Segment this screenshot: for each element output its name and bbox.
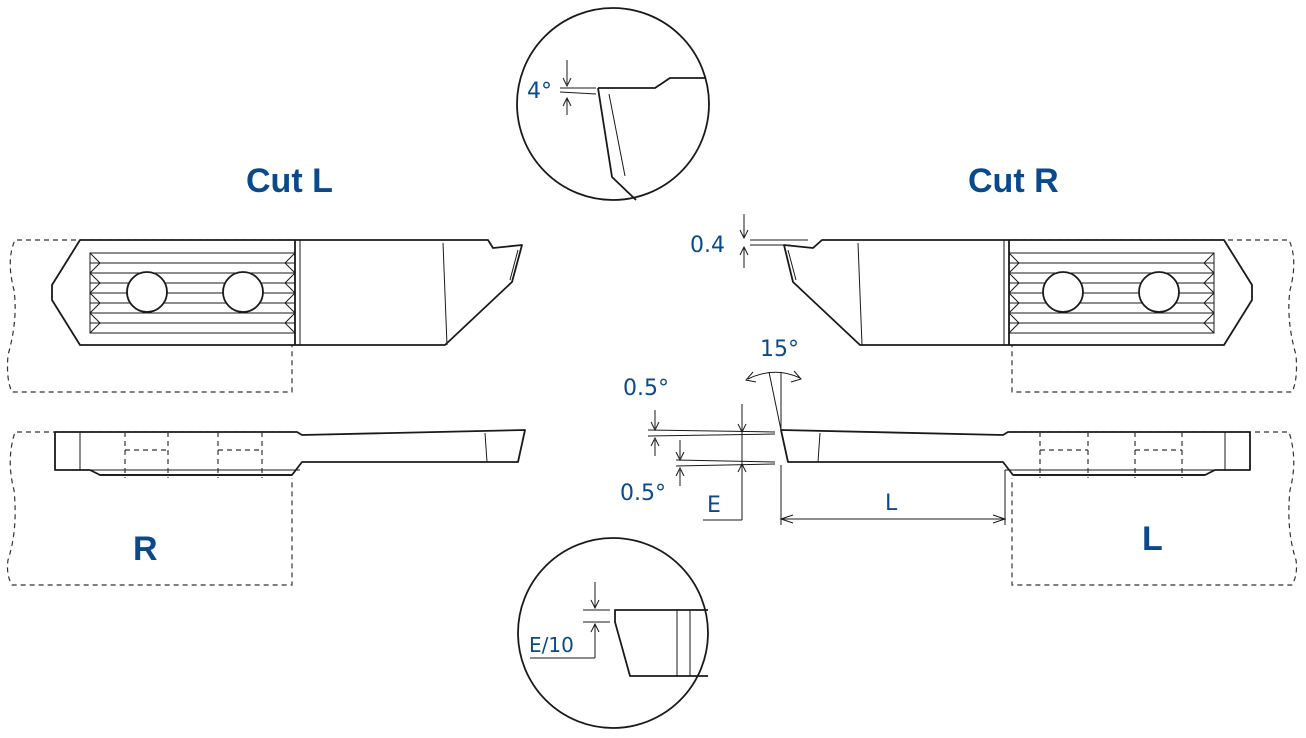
hand-l-label: L	[1142, 520, 1163, 558]
dim-l-label: L	[885, 491, 898, 516]
dim-0-5-upper-label: 0.5°	[623, 376, 669, 401]
right-top-view: 0.4	[690, 214, 1298, 393]
dim-15-label: 15°	[760, 337, 799, 362]
dim-0-4-label: 0.4	[690, 233, 725, 258]
top-detail-view: 4°	[516, 7, 710, 201]
dim-0-5-lower-label: 0.5°	[620, 481, 666, 506]
right-side-view: L	[780, 429, 1298, 586]
dim-e-label: E	[707, 493, 721, 518]
left-top-view	[6, 239, 523, 393]
cut-right-title: Cut R	[968, 162, 1059, 200]
cut-left-title: Cut L	[246, 162, 333, 200]
left-side-view: R	[6, 429, 526, 586]
angle-4-label: 4°	[527, 79, 552, 104]
dim-e-10-label: E/10	[529, 633, 574, 657]
bottom-detail-view: E/10	[517, 537, 709, 729]
hand-r-label: R	[133, 530, 158, 568]
central-dimensions: 15° 0.5° 0.5° E L	[620, 337, 1007, 525]
